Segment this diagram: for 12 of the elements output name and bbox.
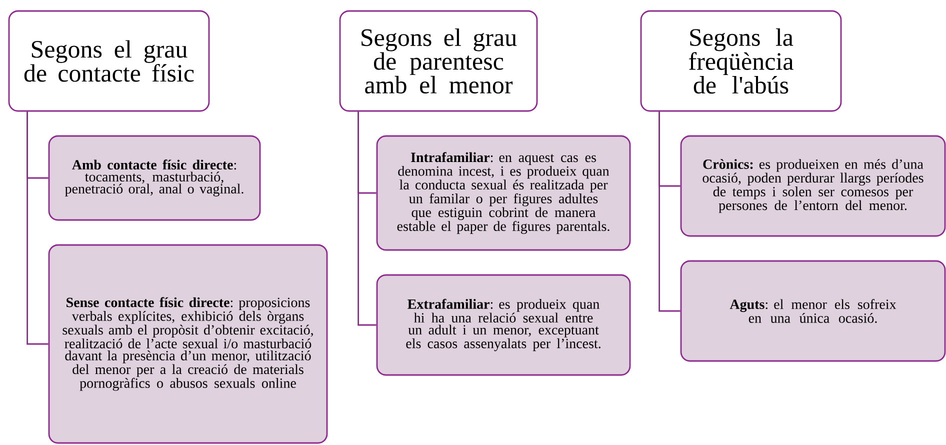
category-box: Amb contacte físic directe: tocaments, masturbació, penetració oral, anal o vaginal. <box>48 135 261 221</box>
connector-line <box>358 112 376 326</box>
category-box: Intrafamiliar: en aquest cas es denomina incest, i es produeix quan la conducta sexual és realitzada per un familar o per figures adultes que estiguin cobrint de manera estable el paper de figures parentals. <box>376 135 631 251</box>
category-box: Sense contacte físic directe: proposicions verbals explícites, exhibició dels òrgans sexuals amb el propòsit d’obtenir excitació, realització de l’acte sexual i/o masturbació davant la presència d’un menor, utilització del menor per a la creació de materials pornogràfics o abusos sexuals online <box>48 244 328 444</box>
category-box: Aguts: el menor els sofreix en una única ocasió. <box>680 260 946 362</box>
connector-line <box>658 112 680 312</box>
category-box: Extrafamiliar: es produeix quan hi ha una relació sexual entre un adult i un menor, exceptuant els casos assenyalats per l’incest. <box>376 274 631 376</box>
heading-box: Segons la freqüència de l'abús <box>640 10 842 112</box>
connector-line <box>26 112 48 345</box>
category-box: Crònics: es produeixen en més d’una ocasió, poden perdurar llargs períodes de temps i solen ser comesos per persones de l’entorn del menor. <box>680 135 946 237</box>
heading-box: Segons el grau de parentesc amb el menor <box>339 10 538 112</box>
heading-box: Segons el grau de contacte físic <box>8 10 210 112</box>
